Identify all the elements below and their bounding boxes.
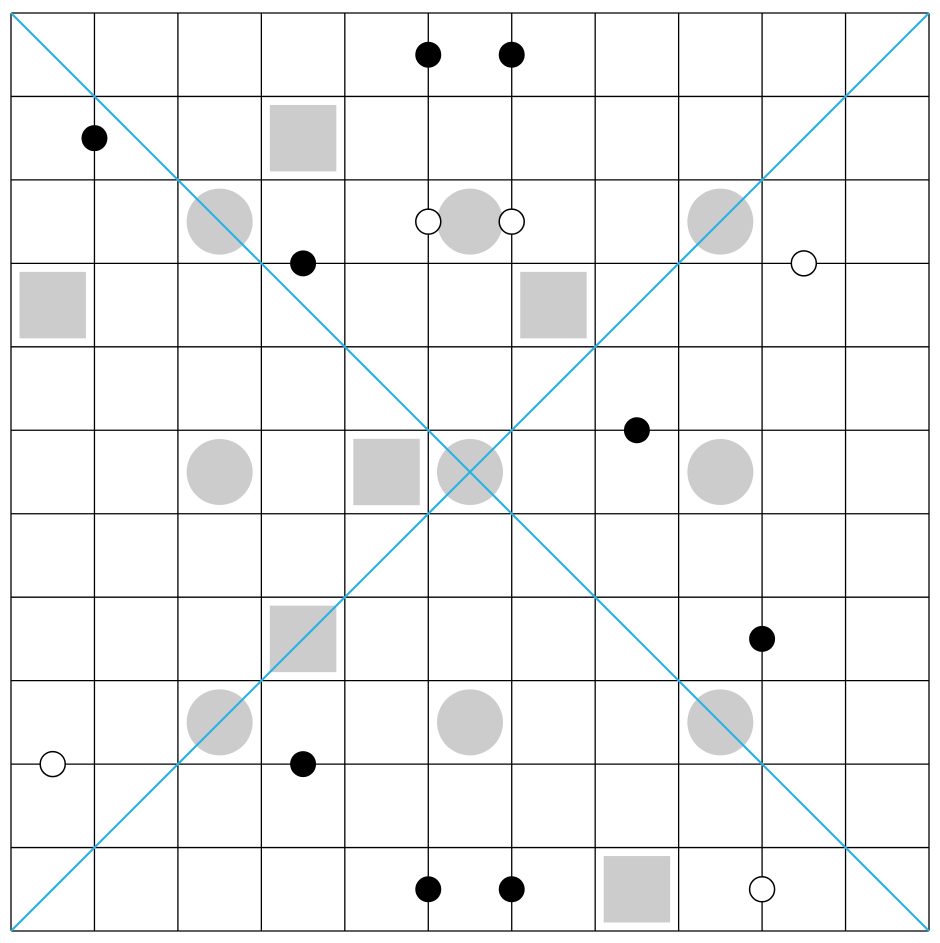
- gray-square: [520, 271, 587, 339]
- gray-square: [19, 271, 86, 339]
- white-dot: [415, 208, 442, 235]
- black-dot: [623, 417, 650, 444]
- black-dot: [415, 41, 442, 68]
- diagonal-lines: [10, 12, 930, 932]
- black-dot: [81, 125, 108, 152]
- black-dot: [749, 625, 776, 652]
- grid-lines: [10, 12, 930, 932]
- white-dot: [790, 250, 818, 277]
- gray-circle: [186, 439, 253, 505]
- black-dot: [290, 250, 317, 277]
- gray-circle: [687, 439, 754, 505]
- black-dot: [498, 41, 525, 68]
- white-dot: [748, 876, 776, 903]
- white-dot: [39, 750, 66, 778]
- gray-circle: [437, 188, 503, 255]
- dot-layer: [39, 41, 818, 903]
- gray-circle: [437, 689, 503, 756]
- black-dot: [415, 876, 442, 903]
- diagonal-anti: [10, 12, 930, 932]
- gray-square: [603, 856, 671, 923]
- black-dot: [290, 751, 317, 778]
- gray-square: [353, 438, 420, 506]
- black-dot: [498, 876, 525, 903]
- white-dot: [498, 208, 525, 235]
- gray-square: [269, 104, 337, 172]
